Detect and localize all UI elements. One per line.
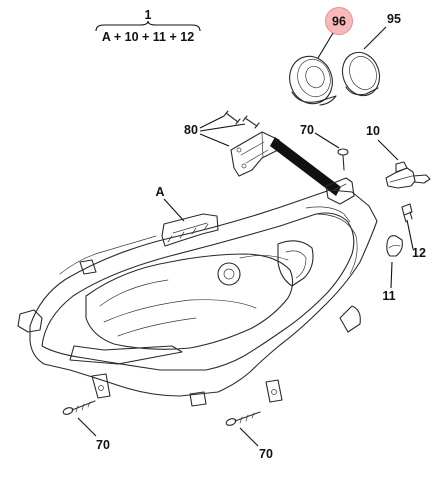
callout-70-top[interactable]: 70 <box>300 123 340 149</box>
leader-95 <box>363 26 387 50</box>
callout-70-bottom-left[interactable]: 70 <box>77 417 110 452</box>
bulb-11 <box>386 235 403 257</box>
callout-96[interactable]: 96 <box>317 7 353 59</box>
leader-11 <box>390 261 393 289</box>
leader-70-top <box>314 132 340 149</box>
leader-80a <box>199 115 225 129</box>
cap-ring-95 <box>341 51 381 97</box>
callout-12-label: 12 <box>412 246 426 260</box>
callout-95-label: 95 <box>387 12 401 26</box>
repair-bracket <box>230 131 280 177</box>
callout-80-label: 80 <box>184 123 198 137</box>
leader-70-bl <box>77 417 97 437</box>
leader-10 <box>377 139 399 161</box>
callout-11-label: 11 <box>382 289 395 303</box>
assembly-header: 1 A + 10 + 11 + 12 <box>95 8 201 44</box>
leader-80b <box>199 123 246 132</box>
callout-A[interactable]: A <box>155 185 185 222</box>
leader-A <box>163 198 185 222</box>
callout-70-bm-label: 70 <box>259 447 273 461</box>
callout-80[interactable]: 80 <box>184 115 246 147</box>
direction-arrow <box>270 137 341 196</box>
screw-70-bottom-left <box>62 400 96 415</box>
callout-96-label: 96 <box>332 15 346 29</box>
screw-70-top <box>337 148 349 171</box>
leader-96 <box>317 32 334 59</box>
bulb-cover-cap-96 <box>289 55 337 106</box>
assembly-formula: A + 10 + 11 + 12 <box>102 30 194 44</box>
callout-10[interactable]: 10 <box>366 124 399 161</box>
callout-A-label: A <box>155 185 164 199</box>
part-number-1: 1 <box>145 8 152 22</box>
leader-80c <box>199 133 230 147</box>
bulb-10 <box>385 161 431 189</box>
callout-12[interactable]: 12 <box>406 219 426 260</box>
leader-12 <box>406 219 414 250</box>
callout-95[interactable]: 95 <box>363 12 401 50</box>
callout-10-label: 10 <box>366 124 380 138</box>
highlight-circle <box>325 7 353 35</box>
bulb-12 <box>401 203 413 223</box>
leader-70-bm <box>239 427 259 447</box>
screw-70-bottom-middle <box>225 411 261 426</box>
callout-11[interactable]: 11 <box>382 261 396 303</box>
bolts-80 <box>223 110 260 129</box>
callout-70-bottom-middle[interactable]: 70 <box>239 427 273 461</box>
header-brace <box>95 20 201 32</box>
callout-70-bl-label: 70 <box>96 438 110 452</box>
headlamp-assembly-A <box>17 177 378 407</box>
callout-70-top-label: 70 <box>300 123 314 137</box>
